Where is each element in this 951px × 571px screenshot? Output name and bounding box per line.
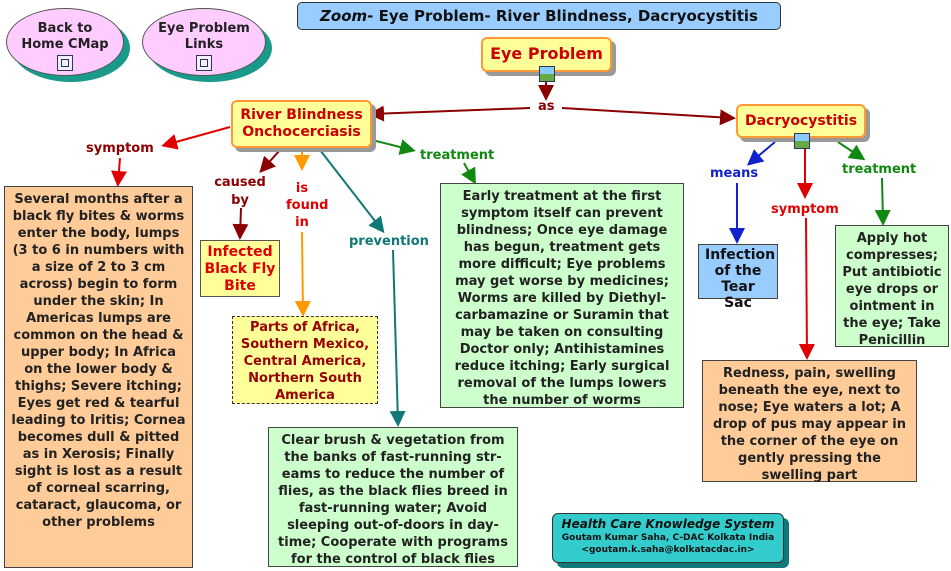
eye-problem-links-label: Eye Problem Links — [158, 21, 250, 52]
footer-author: Goutam Kumar Saha, C-DAC Kolkata India — [561, 533, 775, 543]
title-prefix: Zoom — [320, 7, 368, 25]
link-symptom-left: symptom — [86, 141, 154, 156]
image-resource-icon[interactable] — [539, 66, 555, 82]
link-means: means — [710, 166, 759, 181]
link-treatment-right: treatment — [842, 162, 917, 177]
dacryocystitis-label: Dacryocystitis — [744, 113, 858, 129]
link-is-found-in: is found in — [286, 181, 329, 230]
title-rest: - Eye Problem- River Blindness, Dacryocy… — [367, 7, 758, 25]
page-title: Zoom- Eye Problem- River Blindness, Dacr… — [297, 2, 781, 30]
treatment-dacryocystitis: Apply hot compresses; Put antibiotic eye… — [835, 225, 949, 348]
footer-credits: Health Care Knowledge System Goutam Kuma… — [552, 513, 784, 563]
link-treatment-mid: treatment — [420, 148, 495, 163]
regions-node: Parts of Africa, Southern Mexico, Centra… — [232, 316, 378, 404]
symptoms-river-blindness: Several months after a black fly bites &… — [4, 186, 193, 568]
symptoms-dacryocystitis: Redness, pain, swelling beneath the eye,… — [702, 360, 917, 483]
link-caused-by: caused by — [214, 175, 266, 208]
river-blindness-node[interactable]: River Blindness Onchocerciasis — [231, 100, 372, 148]
cmap-icon — [57, 55, 73, 71]
footer-title: Health Care Knowledge System — [561, 517, 775, 531]
cmap-icon — [196, 55, 212, 71]
infection-tear-sac-node: Infection of the Tear Sac — [698, 244, 778, 311]
river-blindness-label: River Blindness Onchocerciasis — [240, 107, 363, 140]
eye-problem-label: Eye Problem — [490, 44, 603, 63]
infected-black-fly-bite-node: Infected Black Fly Bite — [200, 240, 280, 297]
link-as: as — [538, 99, 555, 114]
treatment-river-blindness: Early treatment at the first symptom its… — [440, 183, 684, 408]
link-prevention: prevention — [349, 234, 429, 249]
back-to-home-label: Back to Home CMap — [21, 21, 109, 52]
footer-email[interactable]: <goutam.k.saha@kolkatacdac.in> — [581, 545, 755, 555]
prevention-river-blindness: Clear brush & vegetation from the banks … — [268, 427, 518, 567]
link-symptom-right: symptom — [771, 202, 839, 217]
image-resource-icon[interactable] — [794, 133, 810, 149]
back-to-home-button[interactable]: Back to Home CMap — [6, 8, 124, 76]
eye-problem-links-button[interactable]: Eye Problem Links — [142, 8, 266, 76]
